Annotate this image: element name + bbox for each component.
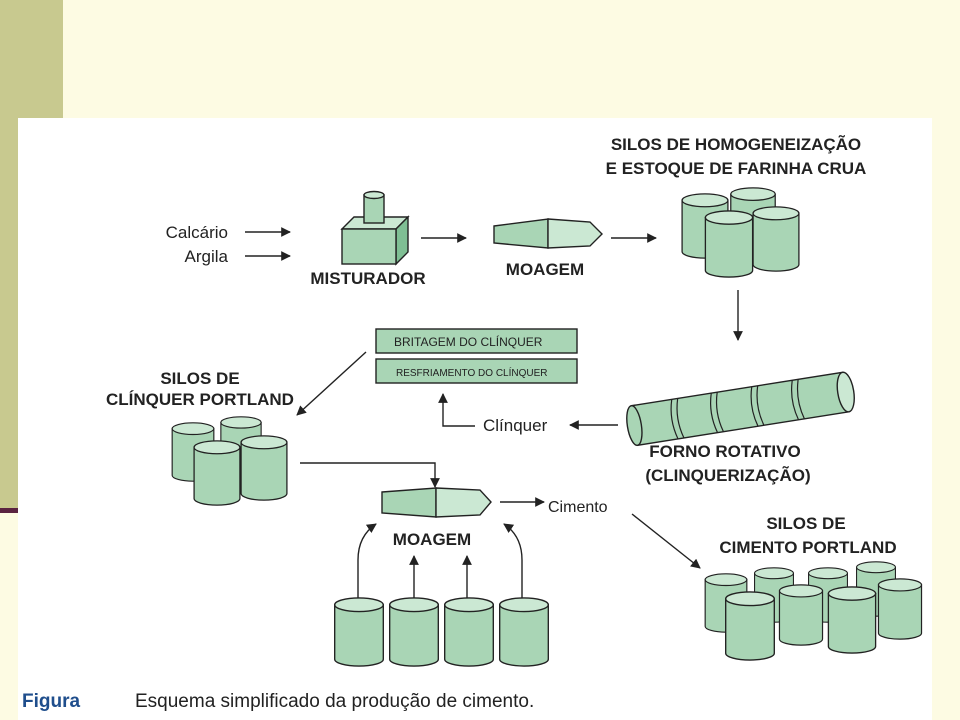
cimento-label: Cimento: [548, 499, 608, 516]
calcario-label: Calcário: [166, 223, 228, 242]
silos-cimento-title-2: CIMENTO PORTLAND: [719, 538, 896, 557]
moagem-top-icon: [493, 218, 603, 249]
arrow-aditivo-4: [503, 523, 523, 598]
misturador-icon: [340, 190, 410, 266]
silos-aditivos-icon: [333, 597, 550, 667]
silos-homogeneizacao-title-2: E ESTOQUE DE FARINHA CRUA: [606, 159, 867, 178]
silos-cimento-title-1: SILOS DE: [766, 514, 845, 533]
arrow-cimento-silos: [631, 513, 701, 569]
silos-cimento-icon: [704, 561, 923, 661]
forno-rotativo-icon: [626, 371, 855, 447]
moagem-bottom-label: MOAGEM: [393, 530, 471, 549]
figure-caption-prefix: Figura: [22, 691, 80, 712]
arrow-aditivo-1: [357, 523, 377, 598]
figure-caption-text: Esquema simplificado da produção de cime…: [135, 691, 534, 712]
silos-homogeneizacao-title-1: SILOS DE HOMOGENEIZAÇÃO: [611, 134, 861, 154]
misturador-label: MISTURADOR: [310, 269, 425, 288]
britagem-box: [375, 328, 578, 354]
arrow-britagem-silos-clinquer: [296, 351, 367, 416]
arrow-clinquer-resfriamento: [438, 393, 475, 427]
silos-clinquer-title-2: CLÍNQUER PORTLAND: [106, 390, 294, 409]
britagem-label: BRITAGEM DO CLÍNQUER: [394, 334, 543, 349]
silos-homogeneizacao-icon: [681, 187, 800, 278]
moagem-bottom-icon: [381, 487, 492, 518]
silos-clinquer-title-1: SILOS DE: [160, 369, 239, 388]
forno-label-2: (CLINQUERIZAÇÃO): [645, 465, 810, 485]
forno-label-1: FORNO ROTATIVO: [649, 442, 800, 461]
resfriamento-label: RESFRIAMENTO DO CLÍNQUER: [396, 366, 548, 379]
moagem-top-label: MOAGEM: [506, 260, 584, 279]
slide-accent-line: [0, 508, 22, 513]
clinquer-label: Clínquer: [483, 416, 548, 435]
arrow-silos-clinquer-moagem: [300, 462, 440, 488]
resfriamento-box: [375, 358, 578, 384]
silos-clinquer-icon: [171, 416, 288, 506]
argila-label: Argila: [185, 247, 229, 266]
